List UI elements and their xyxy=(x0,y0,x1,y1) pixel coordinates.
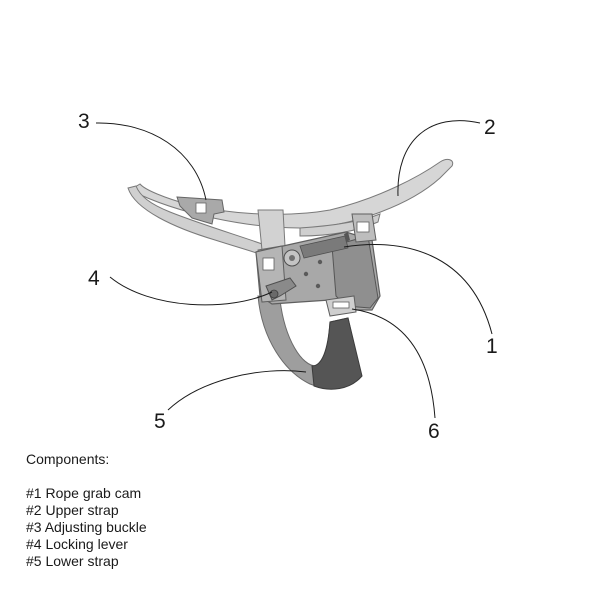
leader-1 xyxy=(343,244,493,335)
leader-4 xyxy=(109,276,273,306)
legend-item: #4 Locking lever xyxy=(26,536,128,552)
leader-5 xyxy=(167,370,307,411)
callout-4: 4 xyxy=(88,267,100,290)
rope-grab-device xyxy=(255,213,381,317)
leader-lines xyxy=(95,120,493,419)
callout-6: 6 xyxy=(428,420,440,443)
legend-item: #2 Upper strap xyxy=(26,502,119,518)
callout-3: 3 xyxy=(78,110,90,133)
callout-5: 5 xyxy=(154,410,166,433)
legend-item: #5 Lower strap xyxy=(26,553,119,569)
leader-2 xyxy=(397,120,481,197)
callout-2: 2 xyxy=(484,116,496,139)
callout-1: 1 xyxy=(486,335,498,358)
legend-item: #3 Adjusting buckle xyxy=(26,519,147,535)
upper-strap xyxy=(127,158,454,257)
components-legend: Components: #1 Rope grab cam #2 Upper st… xyxy=(26,451,426,570)
leader-6 xyxy=(351,308,436,419)
leader-3 xyxy=(95,122,207,201)
legend-item: #1 Rope grab cam xyxy=(26,485,142,501)
adjusting-buckle xyxy=(176,196,225,225)
legend-title: Components: xyxy=(26,451,110,467)
